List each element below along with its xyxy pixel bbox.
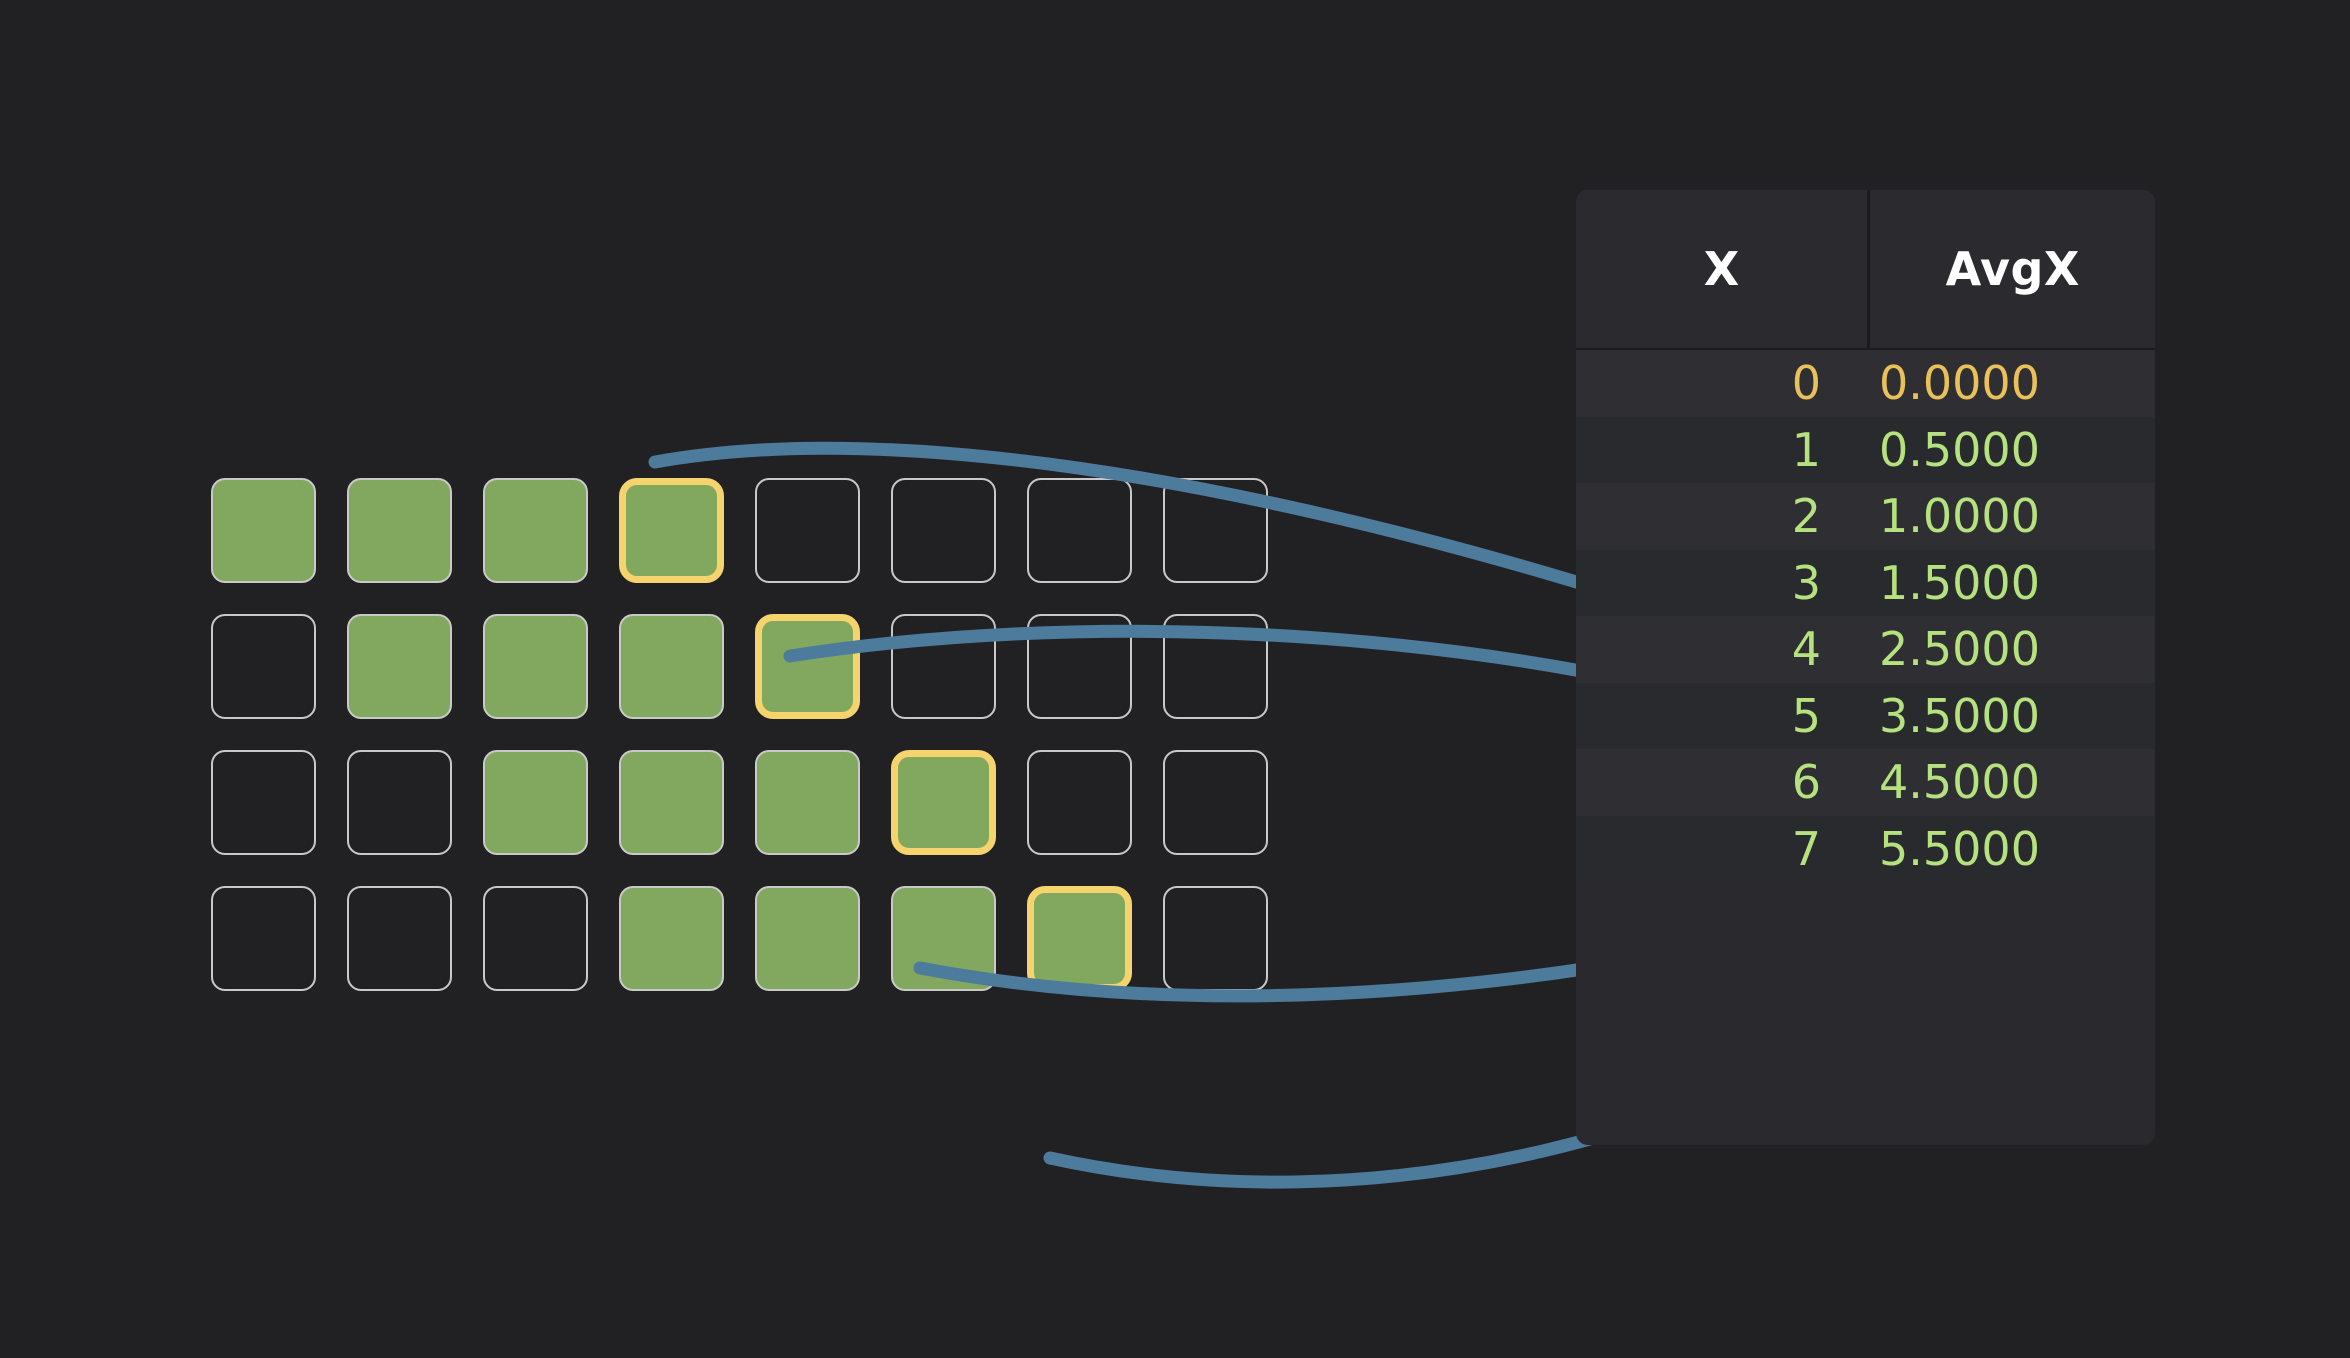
window-cell-filled[interactable] — [619, 886, 724, 991]
window-cell-empty[interactable] — [1027, 614, 1132, 719]
window-cell-filled[interactable] — [483, 478, 588, 583]
window-cell-filled[interactable] — [483, 614, 588, 719]
cell-x: 0 — [1791, 356, 1821, 411]
cell-avgx: 0.0000 — [1879, 356, 2040, 411]
window-cell-current[interactable] — [619, 478, 724, 583]
cell-avgx: 4.5000 — [1879, 755, 2040, 810]
window-cell-empty[interactable] — [891, 478, 996, 583]
window-cell-filled[interactable] — [891, 886, 996, 991]
cell-avgx: 0.5000 — [1879, 422, 2040, 477]
window-row — [211, 614, 1311, 719]
table-row[interactable]: 1 0.5000 — [1576, 416, 2155, 483]
window-cell-empty[interactable] — [755, 478, 860, 583]
window-cell-filled[interactable] — [211, 478, 316, 583]
window-cell-empty[interactable] — [1027, 750, 1132, 855]
sliding-window-grid — [211, 478, 1311, 1156]
window-cell-empty[interactable] — [891, 614, 996, 719]
cell-avgx: 5.5000 — [1879, 821, 2040, 876]
window-cell-empty[interactable] — [211, 886, 316, 991]
window-cell-empty[interactable] — [1163, 478, 1268, 583]
column-header-avgx: AvgX — [1867, 190, 2155, 348]
cell-x: 4 — [1791, 622, 1821, 677]
table-row[interactable]: 5 3.5000 — [1576, 682, 2155, 749]
table-row[interactable]: 4 2.5000 — [1576, 616, 2155, 683]
table-row[interactable]: 2 1.0000 — [1576, 483, 2155, 550]
window-cell-filled[interactable] — [619, 614, 724, 719]
window-cell-empty[interactable] — [1027, 478, 1132, 583]
window-cell-empty[interactable] — [1163, 750, 1268, 855]
window-cell-empty[interactable] — [347, 750, 452, 855]
window-cell-empty[interactable] — [211, 614, 316, 719]
table-row[interactable]: 6 4.5000 — [1576, 749, 2155, 816]
cell-x: 5 — [1791, 688, 1821, 743]
cell-avgx: 2.5000 — [1879, 622, 2040, 677]
window-cell-empty[interactable] — [1163, 886, 1268, 991]
window-row — [211, 750, 1311, 855]
cell-x: 1 — [1791, 422, 1821, 477]
window-cell-filled[interactable] — [619, 750, 724, 855]
table-row[interactable]: 3 1.5000 — [1576, 549, 2155, 616]
table-row[interactable]: 0 0.0000 — [1576, 350, 2155, 417]
window-cell-empty[interactable] — [211, 750, 316, 855]
window-cell-empty[interactable] — [1163, 614, 1268, 719]
window-row — [211, 478, 1311, 583]
table-header-row: X AvgX — [1576, 190, 2155, 350]
window-cell-current[interactable] — [1027, 886, 1132, 991]
results-table: X AvgX 0 0.0000 1 0.5000 2 1.0000 3 1.5000 4 2.50… — [1576, 190, 2155, 1145]
table-body: 0 0.0000 1 0.5000 2 1.0000 3 1.5000 4 2.5000 5 3.50… — [1576, 350, 2155, 882]
window-cell-filled[interactable] — [483, 750, 588, 855]
window-cell-empty[interactable] — [347, 886, 452, 991]
window-cell-filled[interactable] — [755, 750, 860, 855]
cell-x: 2 — [1791, 489, 1821, 544]
cell-x: 3 — [1791, 555, 1821, 610]
cell-avgx: 3.5000 — [1879, 688, 2040, 743]
window-cell-empty[interactable] — [483, 886, 588, 991]
column-header-x: X — [1703, 242, 1740, 296]
window-cell-filled[interactable] — [755, 886, 860, 991]
window-cell-current[interactable] — [755, 614, 860, 719]
window-cell-current[interactable] — [891, 750, 996, 855]
cell-x: 7 — [1791, 821, 1821, 876]
window-cell-filled[interactable] — [347, 478, 452, 583]
cell-avgx: 1.5000 — [1879, 555, 2040, 610]
cell-avgx: 1.0000 — [1879, 489, 2040, 544]
window-row — [211, 886, 1311, 991]
table-row[interactable]: 7 5.5000 — [1576, 815, 2155, 882]
window-cell-filled[interactable] — [347, 614, 452, 719]
cell-x: 6 — [1791, 755, 1821, 810]
